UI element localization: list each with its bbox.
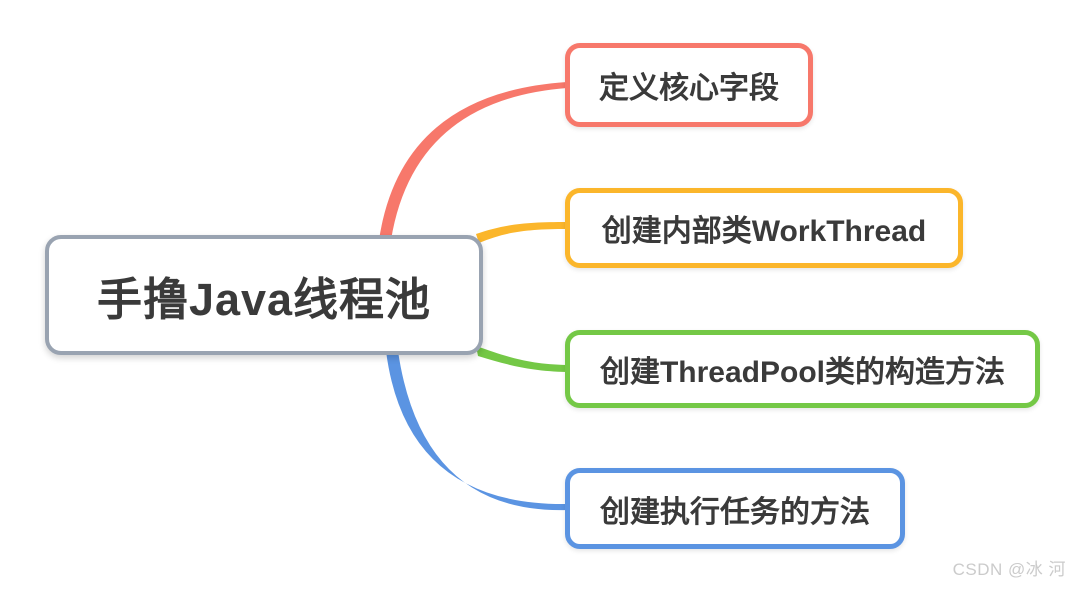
- branch-node-label: 创建执行任务的方法: [600, 495, 870, 529]
- root-node: 手撸Java线程池: [45, 235, 483, 355]
- csdn-watermark: CSDN @冰 河: [952, 560, 1066, 579]
- branch-node-create-workthread-class: 创建内部类WorkThread: [565, 188, 963, 268]
- branch-node-create-execute-method: 创建执行任务的方法: [565, 468, 905, 549]
- branch-node-label: 创建ThreadPool类的构造方法: [599, 356, 1005, 389]
- connector-branch-4: [386, 351, 567, 511]
- connector-branch-2: [476, 222, 567, 243]
- branch-node-label: 定义核心字段: [599, 72, 779, 105]
- branch-node-create-threadpool-constructor: 创建ThreadPool类的构造方法: [565, 330, 1040, 408]
- root-node-label: 手撸Java线程池: [96, 273, 432, 325]
- branch-node-define-core-fields: 定义核心字段: [565, 43, 813, 127]
- branch-node-label: 创建内部类WorkThread: [601, 215, 927, 248]
- connector-branch-3: [476, 346, 567, 372]
- connector-branch-1: [379, 82, 567, 240]
